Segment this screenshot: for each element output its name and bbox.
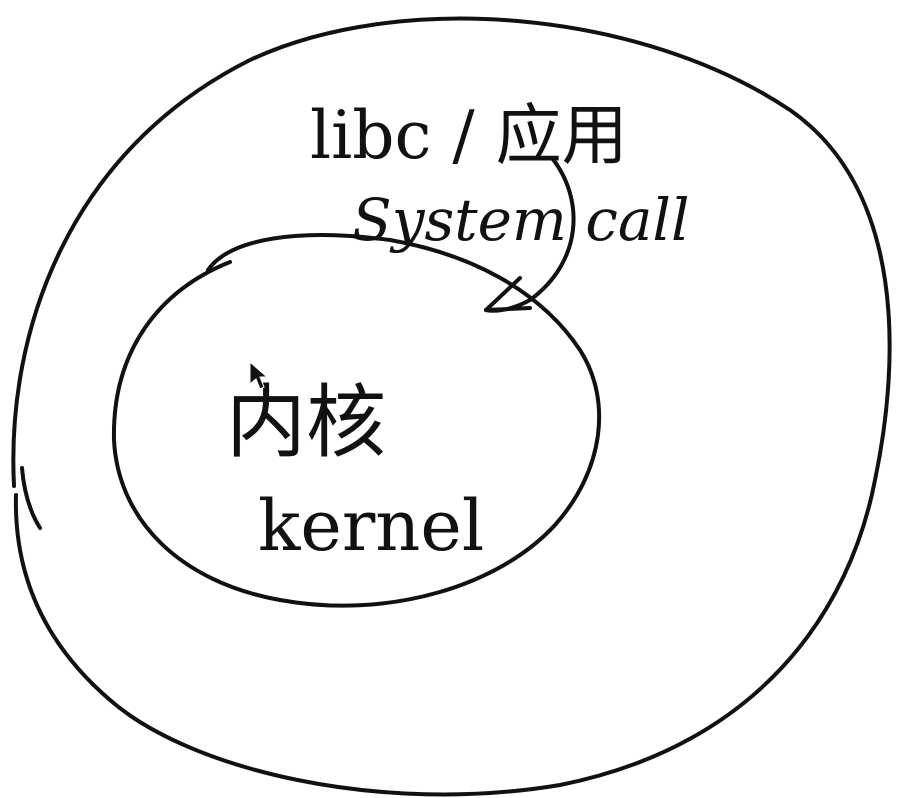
outer-label: libc / 应用 xyxy=(310,97,628,174)
inner-label-english: kernel xyxy=(258,485,484,567)
mouse-cursor-icon xyxy=(249,360,269,390)
outer-stroke-fragment xyxy=(20,466,42,530)
inner-kernel-ellipse xyxy=(111,233,602,608)
outer-user-space-ellipse xyxy=(11,16,892,797)
system-call-arrowhead xyxy=(484,276,532,312)
system-call-label: System call xyxy=(352,186,690,254)
inner-label-chinese: 内核 xyxy=(226,376,386,469)
